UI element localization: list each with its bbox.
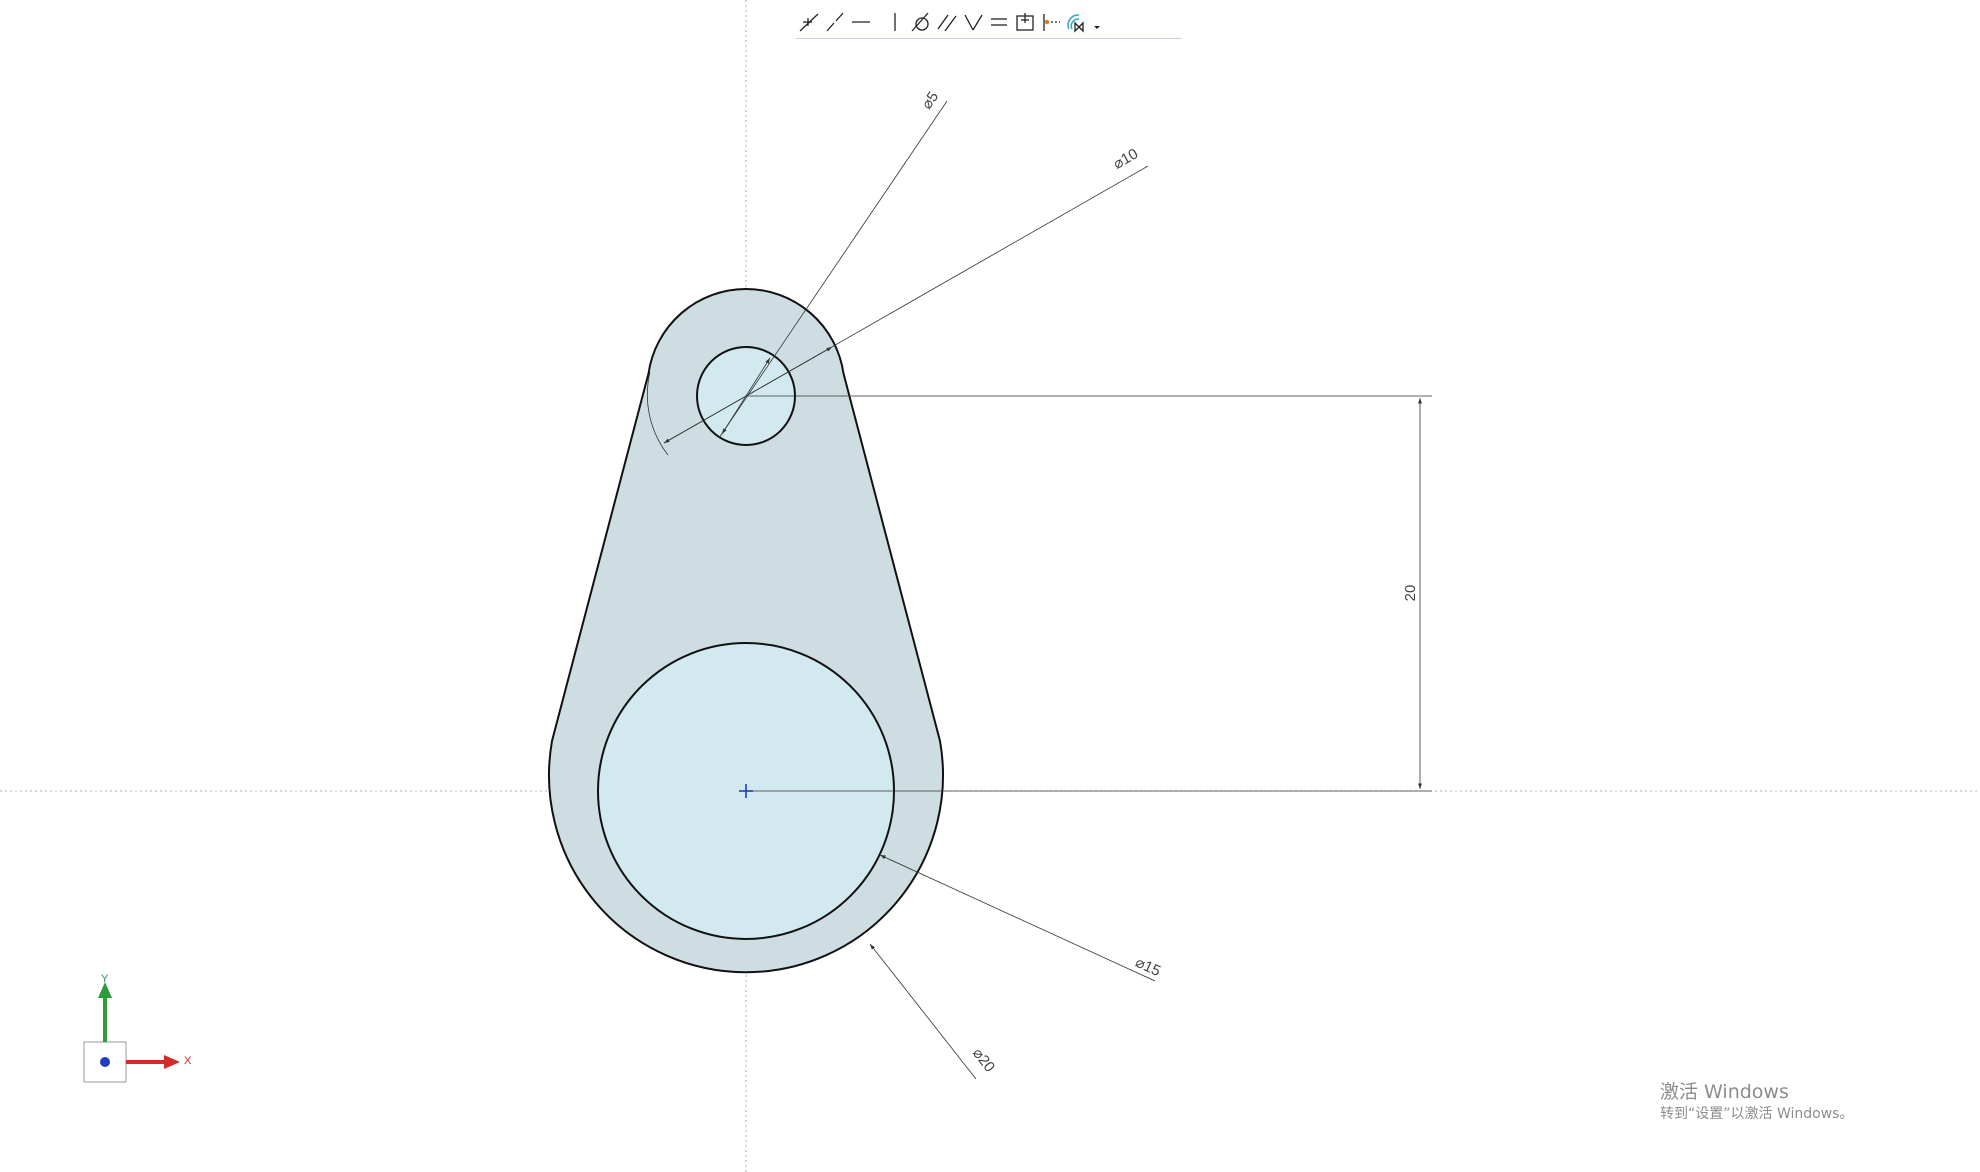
triad-graphic: [83, 982, 180, 1083]
y-axis-label: Y: [101, 973, 109, 985]
point-on-curve-constraint-icon[interactable]: [1040, 10, 1062, 34]
tangent-constraint-icon[interactable]: [910, 10, 932, 34]
fixed-constraint-icon[interactable]: [1014, 10, 1036, 34]
dimension-bottom-boss-label[interactable]: ⌀20: [969, 1045, 998, 1076]
coordinate-triad: Y X: [78, 970, 208, 1090]
dimension-top-boss-label[interactable]: ⌀10: [1110, 145, 1141, 173]
perpendicular-constraint-icon[interactable]: [798, 10, 820, 34]
constraint-toolbar: [796, 6, 1182, 39]
dimension-large-hole[interactable]: ⌀15: [879, 854, 1163, 982]
windows-activation-title: 激活 Windows: [1660, 1081, 1789, 1103]
dimension-bottom-boss[interactable]: ⌀20: [869, 943, 998, 1080]
equal-length-constraint-icon[interactable]: [988, 10, 1010, 34]
windows-activation-watermark: 激活 Windows 转到“设置”以激活 Windows。: [1660, 1080, 1853, 1124]
dimension-large-hole-label[interactable]: ⌀15: [1133, 954, 1163, 980]
symmetric-constraint-icon[interactable]: [1066, 10, 1088, 34]
horizontal-constraint-icon[interactable]: [850, 10, 872, 34]
dimension-center-distance[interactable]: 20: [746, 395, 1432, 792]
vertical-constraint-icon[interactable]: [884, 10, 906, 34]
dimension-center-distance-label[interactable]: 20: [1402, 585, 1419, 602]
more-dropdown-icon[interactable]: [1092, 10, 1102, 34]
dimension-small-hole-label[interactable]: ⌀5: [918, 89, 942, 113]
x-axis-label: X: [184, 1055, 192, 1067]
parallel-constraint-icon[interactable]: [936, 10, 958, 34]
perpendicular-lines-constraint-icon[interactable]: [962, 10, 984, 34]
windows-activation-subtitle: 转到“设置”以激活 Windows。: [1660, 1106, 1854, 1122]
collinear-constraint-icon[interactable]: [824, 10, 846, 34]
